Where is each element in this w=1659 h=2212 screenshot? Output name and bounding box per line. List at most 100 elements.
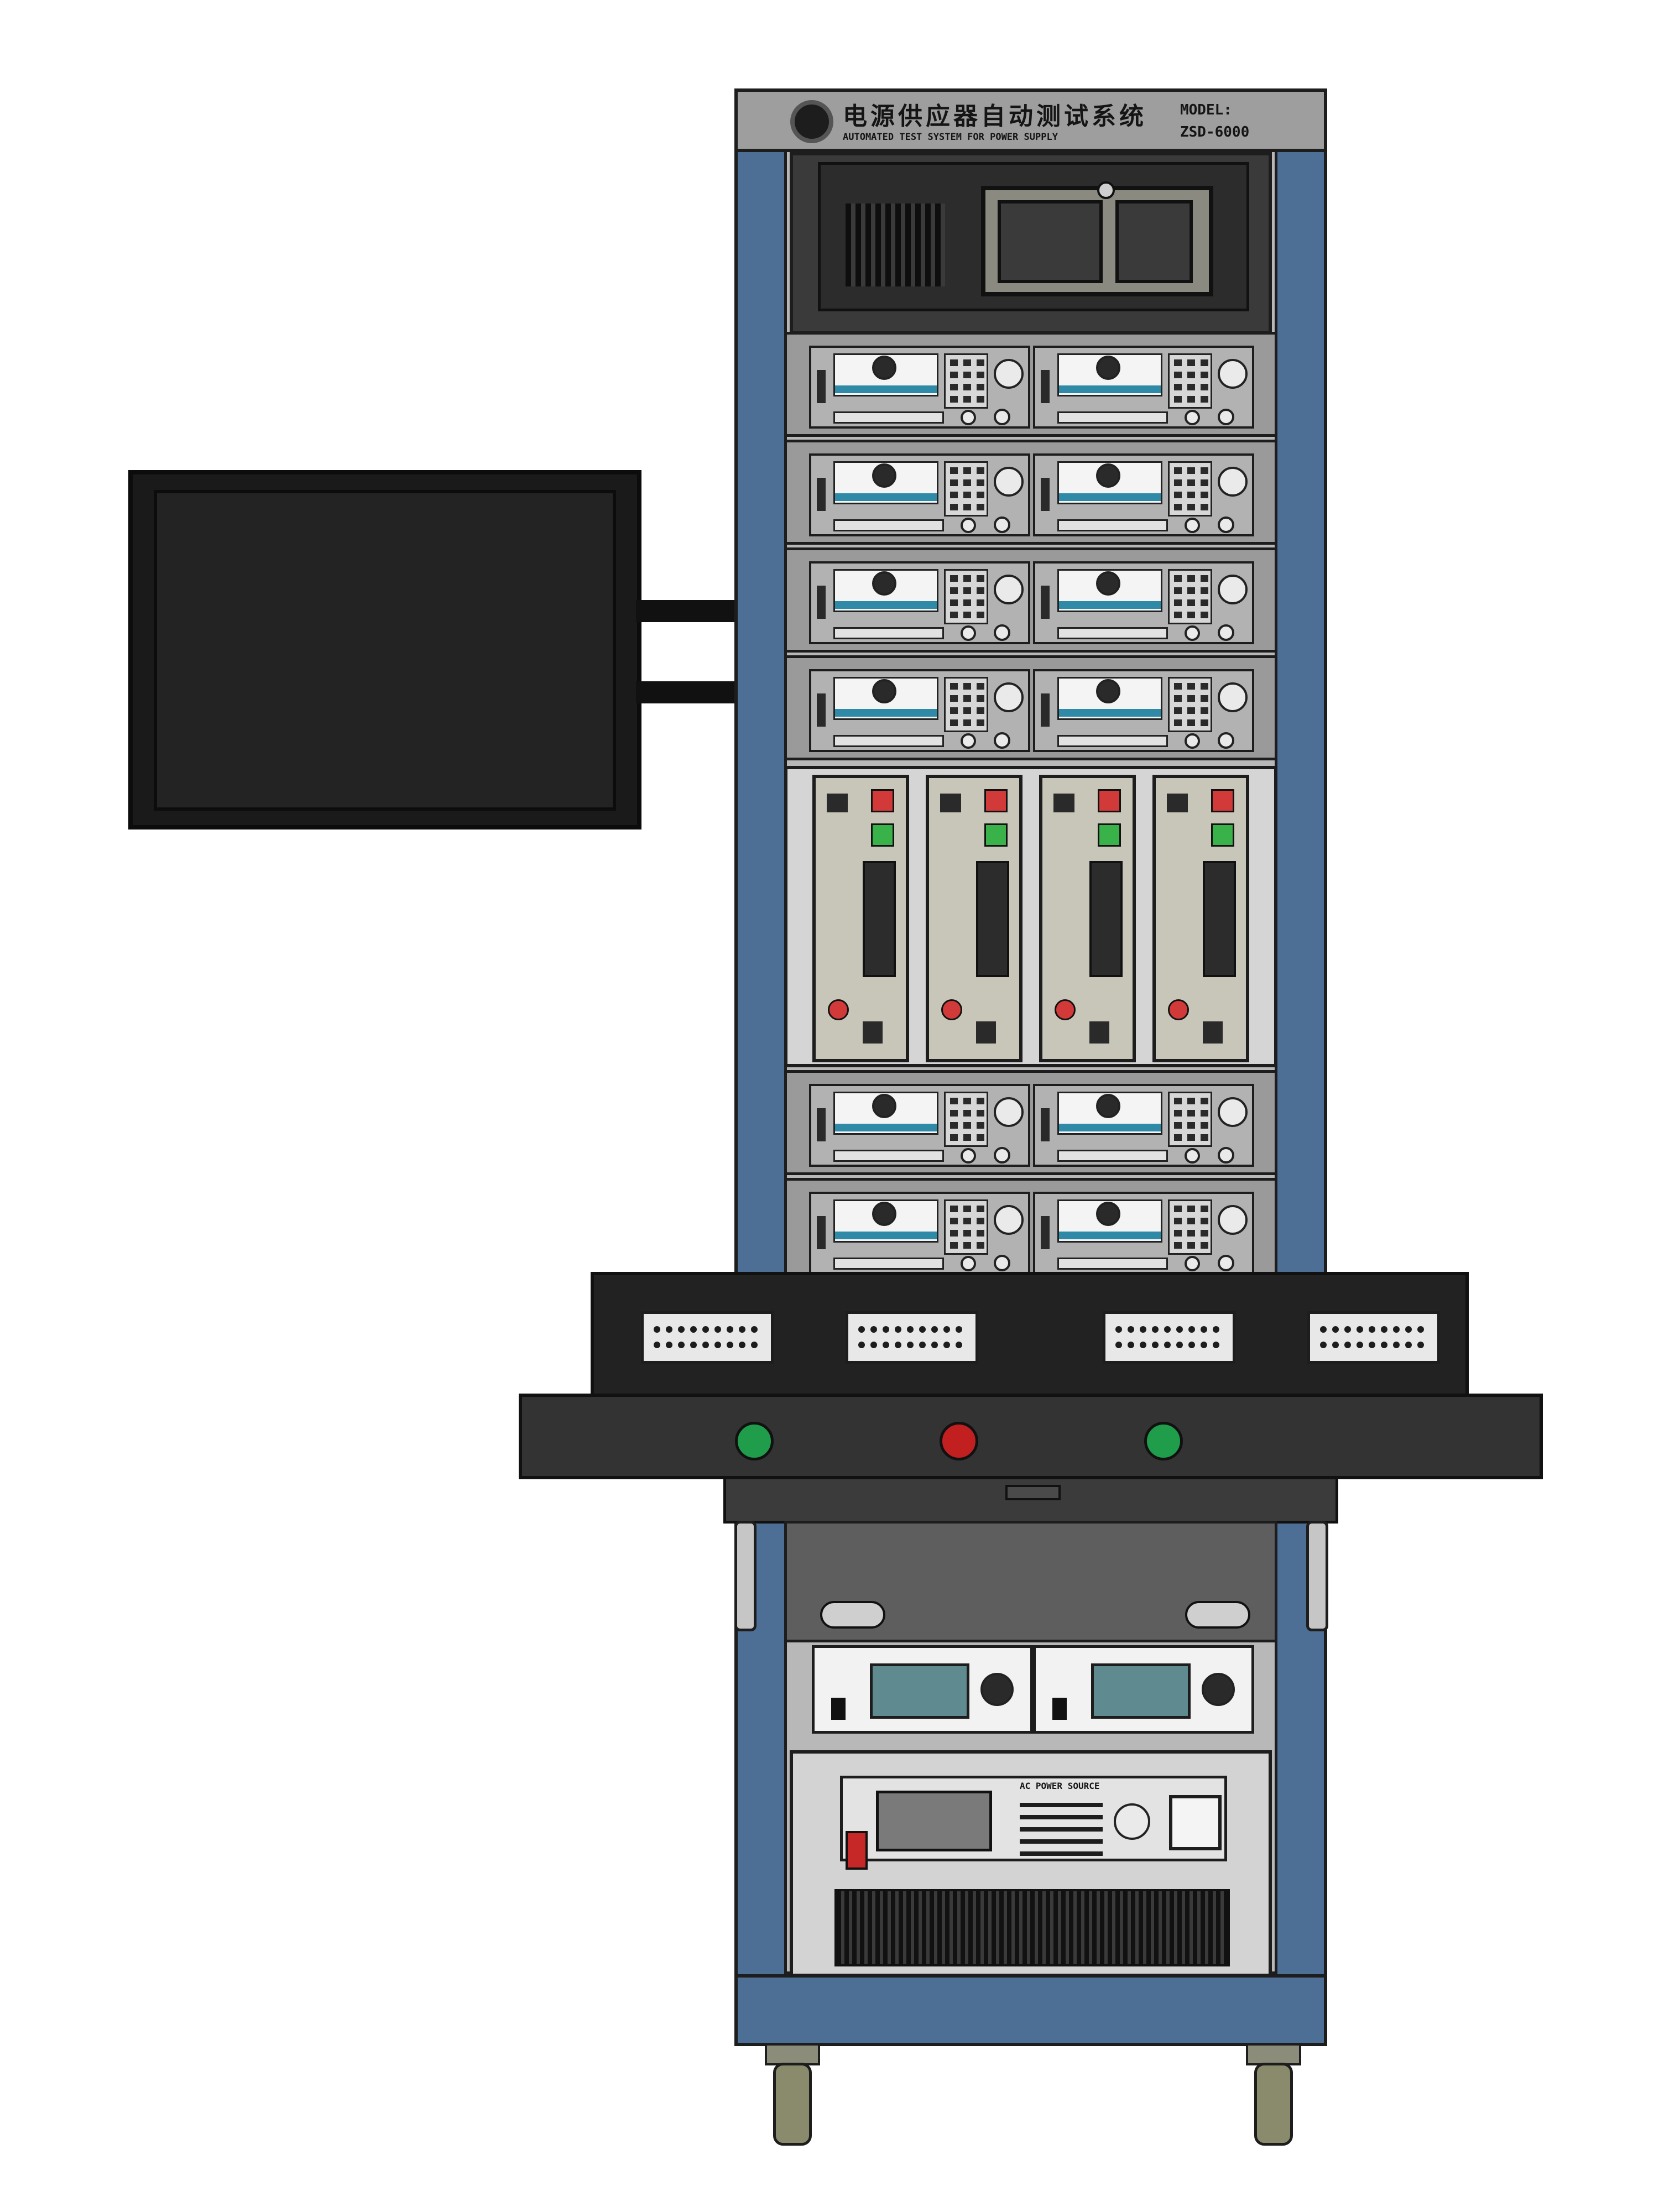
module-connector-slot[interactable]: [1089, 861, 1123, 977]
keypad-key[interactable]: [1201, 599, 1208, 606]
keypad-key[interactable]: [1201, 1218, 1208, 1224]
load-small-knob[interactable]: [1218, 624, 1234, 641]
load-encoder-icon[interactable]: [872, 356, 896, 380]
keypad-key[interactable]: [950, 384, 958, 390]
keypad-key[interactable]: [1201, 1206, 1208, 1212]
keypad-key[interactable]: [1174, 1122, 1182, 1129]
keypad-key[interactable]: [963, 492, 971, 498]
keypad-key[interactable]: [1201, 587, 1208, 594]
load-encoder-icon[interactable]: [1096, 356, 1120, 380]
load-dial-knob[interactable]: [1218, 1205, 1248, 1235]
load-small-knob[interactable]: [994, 1255, 1010, 1271]
load-small-knob[interactable]: [1218, 409, 1234, 425]
keypad-key[interactable]: [977, 479, 984, 486]
load-encoder-icon[interactable]: [1096, 679, 1120, 703]
load-power-switch[interactable]: [1041, 478, 1050, 511]
keypad-key[interactable]: [1174, 587, 1182, 594]
keypad-key[interactable]: [1201, 695, 1208, 702]
left-side-handle[interactable]: [734, 1521, 757, 1631]
keypad-key[interactable]: [1187, 1110, 1195, 1117]
test-connector-socket[interactable]: [1103, 1311, 1235, 1364]
keypad-key[interactable]: [963, 707, 971, 714]
keypad-key[interactable]: [950, 1122, 958, 1129]
keypad-key[interactable]: [1201, 575, 1208, 582]
load-keypad[interactable]: [944, 677, 988, 732]
keypad-key[interactable]: [1187, 359, 1195, 366]
keypad-key[interactable]: [1201, 707, 1208, 714]
keypad-key[interactable]: [1201, 372, 1208, 378]
keypad-key[interactable]: [1174, 612, 1182, 618]
keypad-key[interactable]: [977, 1122, 984, 1129]
load-small-knob[interactable]: [961, 1148, 976, 1164]
load-keypad[interactable]: [944, 1199, 988, 1255]
load-small-knob[interactable]: [961, 410, 976, 425]
load-small-knob[interactable]: [961, 1256, 976, 1271]
keypad-key[interactable]: [1187, 1206, 1195, 1212]
ac-power-switch[interactable]: [1169, 1795, 1222, 1850]
module-connector-slot[interactable]: [1203, 861, 1236, 977]
load-keypad[interactable]: [1168, 1092, 1212, 1147]
keypad-key[interactable]: [1174, 707, 1182, 714]
keypad-key[interactable]: [950, 612, 958, 618]
keypad-key[interactable]: [1187, 492, 1195, 498]
keypad-key[interactable]: [977, 467, 984, 474]
keypad-key[interactable]: [1187, 372, 1195, 378]
keypad-key[interactable]: [1187, 587, 1195, 594]
keypad-key[interactable]: [963, 467, 971, 474]
load-encoder-icon[interactable]: [1096, 463, 1120, 488]
keypad-key[interactable]: [963, 1122, 971, 1129]
dc-source-right-knob[interactable]: [1202, 1673, 1235, 1706]
keypad-key[interactable]: [1174, 492, 1182, 498]
load-encoder-icon[interactable]: [872, 1202, 896, 1226]
load-dial-knob[interactable]: [1218, 575, 1248, 604]
keypad-key[interactable]: [963, 1218, 971, 1224]
keypad-key[interactable]: [950, 479, 958, 486]
keypad-key[interactable]: [1187, 599, 1195, 606]
load-dial-knob[interactable]: [994, 467, 1024, 497]
keypad-key[interactable]: [1174, 719, 1182, 726]
keypad-key[interactable]: [1174, 384, 1182, 390]
load-power-switch[interactable]: [1041, 693, 1050, 727]
keypad-key[interactable]: [1174, 479, 1182, 486]
load-dial-knob[interactable]: [1218, 359, 1248, 389]
keypad-key[interactable]: [977, 372, 984, 378]
load-small-knob[interactable]: [1185, 625, 1200, 641]
keypad-key[interactable]: [1201, 719, 1208, 726]
load-small-knob[interactable]: [1218, 1255, 1234, 1271]
keypad-key[interactable]: [1201, 504, 1208, 510]
keypad-key[interactable]: [1201, 359, 1208, 366]
keypad-key[interactable]: [950, 719, 958, 726]
load-small-knob[interactable]: [994, 1147, 1010, 1164]
module-start-button[interactable]: [871, 823, 894, 847]
load-power-switch[interactable]: [1041, 370, 1050, 403]
keypad-key[interactable]: [1174, 1134, 1182, 1141]
load-keypad[interactable]: [1168, 677, 1212, 732]
load-small-knob[interactable]: [961, 733, 976, 749]
keypad-key[interactable]: [963, 719, 971, 726]
dc-source-left-switch[interactable]: [831, 1698, 846, 1720]
keypad-key[interactable]: [950, 467, 958, 474]
keypad-key[interactable]: [1187, 1098, 1195, 1104]
load-power-switch[interactable]: [817, 370, 826, 403]
load-encoder-icon[interactable]: [872, 1094, 896, 1118]
drawer-handle[interactable]: [1005, 1485, 1061, 1500]
load-small-knob[interactable]: [994, 732, 1010, 749]
keypad-key[interactable]: [1201, 492, 1208, 498]
keypad-key[interactable]: [1174, 695, 1182, 702]
load-power-switch[interactable]: [817, 1216, 826, 1249]
keypad-key[interactable]: [1187, 612, 1195, 618]
load-dial-knob[interactable]: [994, 682, 1024, 712]
keypad-key[interactable]: [963, 1110, 971, 1117]
load-keypad[interactable]: [1168, 1199, 1212, 1255]
keypad-key[interactable]: [1187, 719, 1195, 726]
load-keypad[interactable]: [1168, 569, 1212, 624]
keypad-key[interactable]: [977, 599, 984, 606]
load-dial-knob[interactable]: [1218, 467, 1248, 497]
load-dial-knob[interactable]: [994, 359, 1024, 389]
keyboard-drawer[interactable]: [723, 1477, 1338, 1524]
load-small-knob[interactable]: [994, 517, 1010, 533]
keypad-key[interactable]: [950, 359, 958, 366]
keypad-key[interactable]: [1201, 479, 1208, 486]
keypad-key[interactable]: [977, 492, 984, 498]
module-emergency-knob[interactable]: [941, 999, 962, 1020]
